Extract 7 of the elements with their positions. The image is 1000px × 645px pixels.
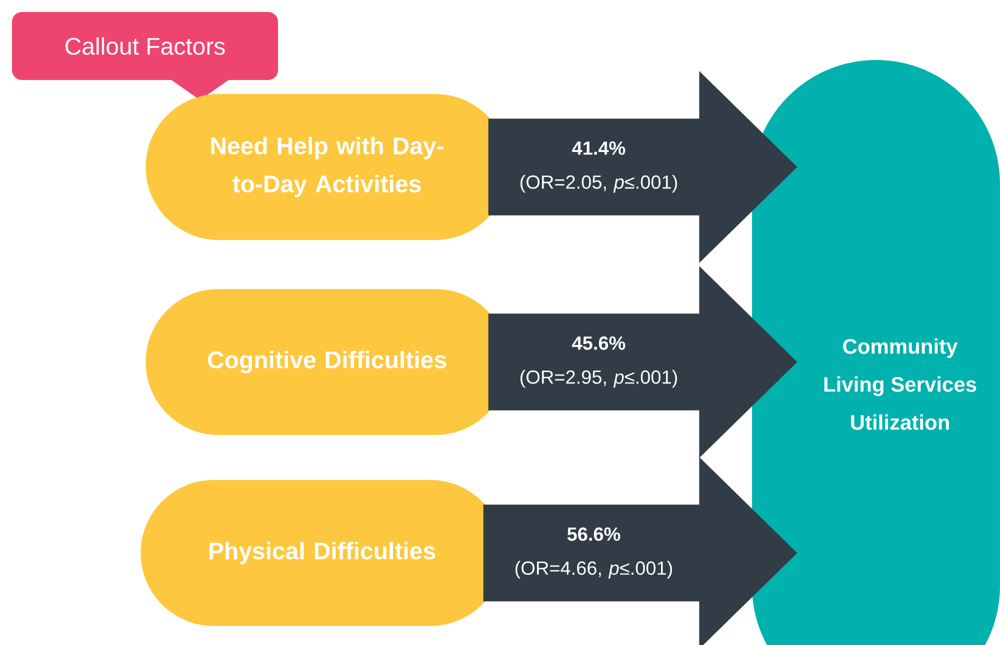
edge-label: 45.6% (OR=2.95, p≤.001) [506, 334, 691, 390]
callout-box: Callout Factors [12, 12, 278, 100]
pill-box: Cognitive Difficulties [146, 289, 508, 435]
edge-label: 41.4% (OR=2.05, p≤.001) [506, 139, 691, 195]
edge-label: 56.6% (OR=4.66, p≤.001) [502, 525, 686, 581]
pill-box: Physical Difficulties [140, 480, 504, 626]
pill-box: Need Help with Day-to-Day Activities [146, 94, 508, 240]
